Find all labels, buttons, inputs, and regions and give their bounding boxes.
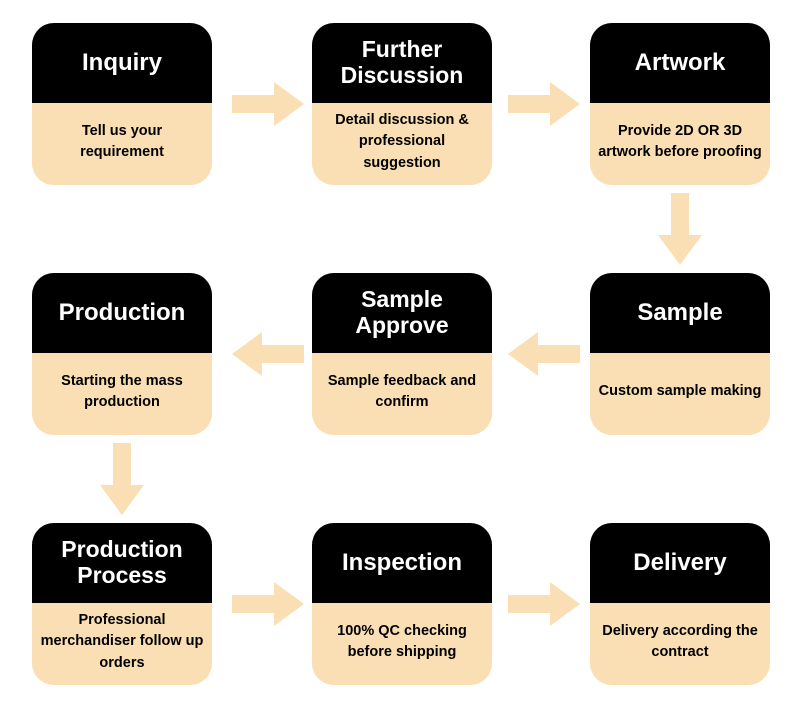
- node-production-process-description: Professional merchandiser follow up orde…: [32, 603, 212, 685]
- arrow-right-icon-inspection-to-delivery: [508, 581, 580, 627]
- arrow-right-icon-further-discussion-to-artwork: [508, 81, 580, 127]
- node-delivery-description: Delivery according the contract: [590, 603, 770, 685]
- node-sample-title: Sample: [590, 273, 770, 353]
- node-production-description: Starting the mass production: [32, 353, 212, 435]
- node-further-discussion-title: Further Discussion: [312, 23, 492, 103]
- node-further-discussion-description: Detail discussion & professional suggest…: [312, 103, 492, 185]
- node-inquiry[interactable]: Inquiry Tell us your requirement: [32, 23, 212, 185]
- arrow-down-icon-production-to-production-process: [99, 443, 145, 515]
- node-inquiry-description: Tell us your requirement: [32, 103, 212, 185]
- node-production[interactable]: Production Starting the mass production: [32, 273, 212, 435]
- node-production-process[interactable]: Production Process Professional merchand…: [32, 523, 212, 685]
- node-inquiry-title: Inquiry: [32, 23, 212, 103]
- arrow-right-icon-production-process-to-inspection: [232, 581, 304, 627]
- node-further-discussion[interactable]: Further Discussion Detail discussion & p…: [312, 23, 492, 185]
- arrow-down-icon-artwork-to-sample: [657, 193, 703, 265]
- arrow-right-icon-inquiry-to-further-discussion: [232, 81, 304, 127]
- node-sample[interactable]: Sample Custom sample making: [590, 273, 770, 435]
- node-inspection-description: 100% QC checking before shipping: [312, 603, 492, 685]
- node-sample-approve[interactable]: Sample Approve Sample feedback and confi…: [312, 273, 492, 435]
- arrow-left-icon-sample-approve-to-production: [232, 331, 304, 377]
- node-delivery[interactable]: Delivery Delivery according the contract: [590, 523, 770, 685]
- arrow-left-icon-sample-to-sample-approve: [508, 331, 580, 377]
- node-production-title: Production: [32, 273, 212, 353]
- node-sample-description: Custom sample making: [590, 353, 770, 435]
- node-artwork[interactable]: Artwork Provide 2D OR 3D artwork before …: [590, 23, 770, 185]
- node-sample-approve-description: Sample feedback and confirm: [312, 353, 492, 435]
- node-sample-approve-title: Sample Approve: [312, 273, 492, 353]
- node-inspection-title: Inspection: [312, 523, 492, 603]
- node-production-process-title: Production Process: [32, 523, 212, 603]
- node-artwork-description: Provide 2D OR 3D artwork before proofing: [590, 103, 770, 185]
- node-inspection[interactable]: Inspection 100% QC checking before shipp…: [312, 523, 492, 685]
- node-artwork-title: Artwork: [590, 23, 770, 103]
- node-delivery-title: Delivery: [590, 523, 770, 603]
